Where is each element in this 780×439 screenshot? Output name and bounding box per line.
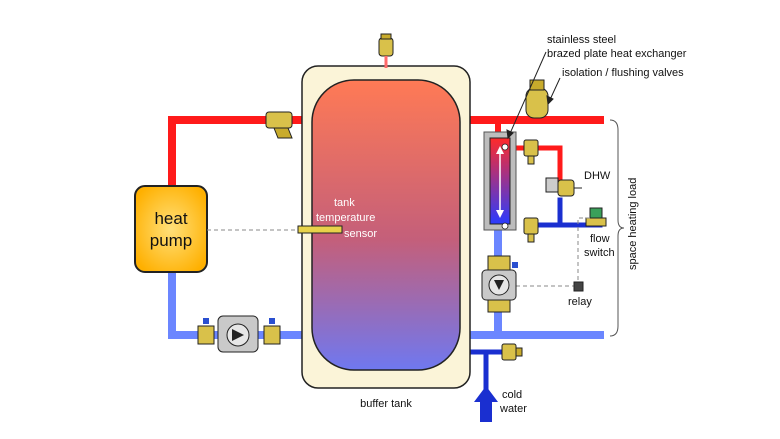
buffer-tank: buffer tank <box>301 65 471 410</box>
sensor-label-2: temperature <box>316 212 375 224</box>
relay-wiring <box>516 217 590 287</box>
hx-circulator-icon <box>481 255 518 313</box>
heat-pump-label-2: pump <box>150 231 193 250</box>
cold-water-arrow-icon: cold water <box>474 386 527 422</box>
strainer-icon <box>265 111 293 139</box>
hx-label-2: brazed plate heat exchanger <box>547 48 687 60</box>
space-heating-label: space heating load <box>627 178 639 270</box>
relay-icon: relay <box>568 281 592 308</box>
air-vent-icon <box>378 33 394 68</box>
cold-water-label-1: cold <box>502 389 522 401</box>
sensor-label-1: tank <box>334 197 355 209</box>
dhw-label: DHW <box>584 170 611 182</box>
tank-temperature-sensor: tank temperature sensor <box>207 197 377 240</box>
flow-switch-label-1: flow <box>590 233 610 245</box>
air-separator-icon <box>525 79 549 119</box>
sensor-label-3: sensor <box>344 228 377 240</box>
cold-water-label-2: water <box>499 403 527 415</box>
flow-switch-label-2: switch <box>584 247 615 259</box>
relay-label: relay <box>568 296 592 308</box>
heat-pump-label-1: heat <box>154 209 187 228</box>
space-heating-bracket: space heating load <box>609 119 639 337</box>
flow-switch-icon: flow switch <box>584 207 615 259</box>
callout-leaders <box>506 51 561 140</box>
buffer-tank-label: buffer tank <box>360 398 412 410</box>
hot-supply-pipes <box>168 116 604 194</box>
brazed-plate-heat-exchanger <box>483 131 517 231</box>
heat-pump: heat pump <box>134 185 208 273</box>
dhw-mixing-valve-icon: DHW <box>545 170 611 197</box>
valves-label: isolation / flushing valves <box>562 67 684 79</box>
cold-water-valve-icon <box>501 343 523 361</box>
circulator-pump-icon <box>197 315 281 353</box>
isolation-flushing-valves <box>523 139 539 243</box>
hx-label-1: stainless steel <box>547 34 616 46</box>
